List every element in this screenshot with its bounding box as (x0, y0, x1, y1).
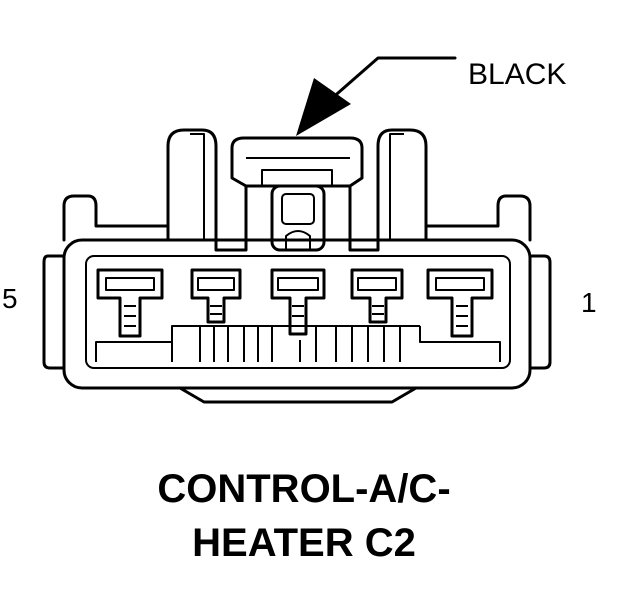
color-callout-label: BLACK (468, 58, 566, 91)
pin-cavity-2 (350, 268, 404, 324)
pin-cavity-1 (426, 268, 494, 338)
pin-cavity-3 (270, 268, 326, 336)
pin-label-left: 5 (2, 283, 18, 314)
connector-title-line1: CONTROL-A/C- (157, 467, 450, 511)
connector-title-line2: HEATER C2 (192, 521, 416, 565)
pin-label-right: 1 (581, 287, 597, 318)
connector-body (42, 128, 552, 404)
pin-cavity-5 (96, 268, 164, 338)
callout-arrow (296, 56, 457, 136)
pin-cavity-4 (190, 268, 242, 324)
